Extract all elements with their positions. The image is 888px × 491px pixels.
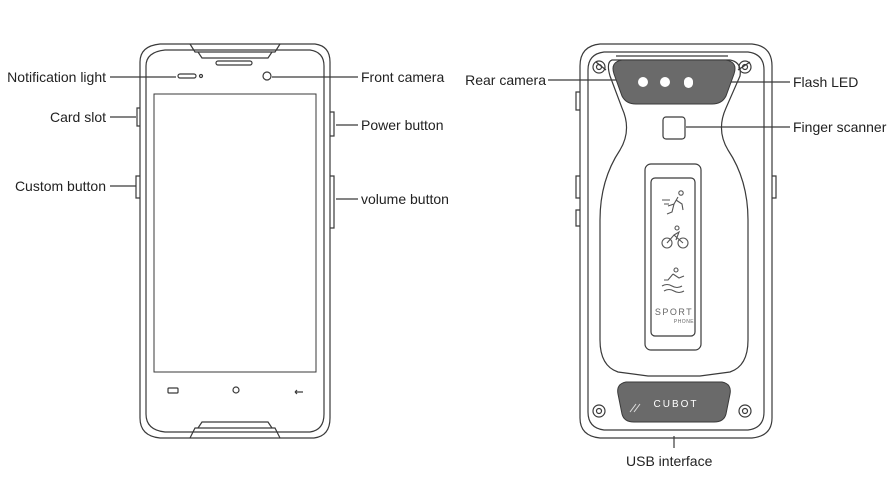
screw bbox=[592, 60, 606, 74]
label-power-button: Power button bbox=[361, 117, 444, 133]
label-finger-scanner: Finger scanner bbox=[793, 119, 887, 135]
rear-camera-lens-1 bbox=[638, 77, 648, 87]
logo-plate: CUBOT bbox=[617, 381, 731, 423]
label-usb-interface: USB interface bbox=[626, 453, 713, 469]
back-body bbox=[579, 43, 773, 439]
screen bbox=[153, 93, 317, 373]
back-phone bbox=[548, 43, 790, 448]
front-inner-rim bbox=[145, 49, 325, 433]
sport-wordmark: SPORT bbox=[655, 307, 693, 317]
screw bbox=[738, 404, 752, 418]
front-top-bumper bbox=[189, 43, 281, 53]
cubot-logo: CUBOT bbox=[654, 399, 699, 410]
sport-panel bbox=[644, 163, 702, 351]
finger-scanner bbox=[662, 116, 686, 140]
front-bottom-bumper bbox=[189, 427, 281, 439]
rear-camera-module bbox=[612, 59, 736, 105]
label-volume-button: volume button bbox=[361, 191, 449, 207]
cycling-icon bbox=[661, 225, 689, 249]
back-frame bbox=[599, 59, 749, 377]
label-front-camera: Front camera bbox=[361, 69, 445, 85]
menu-key-icon bbox=[167, 387, 179, 394]
triathlon-icon bbox=[661, 267, 685, 294]
home-key-icon bbox=[232, 386, 240, 394]
label-card-slot: Card slot bbox=[49, 109, 106, 125]
front-body bbox=[139, 43, 331, 439]
label-notification-light: Notification light bbox=[7, 69, 106, 85]
notification-light bbox=[177, 73, 197, 79]
earpiece-speaker bbox=[215, 60, 253, 66]
card-slot bbox=[136, 107, 140, 127]
flash-led bbox=[684, 77, 693, 88]
sport-icons bbox=[661, 190, 689, 294]
front-phone bbox=[110, 43, 358, 439]
phone-wordmark: PHONE bbox=[674, 319, 694, 325]
back-key-icon bbox=[294, 389, 303, 395]
custom-button bbox=[135, 175, 140, 199]
power-button bbox=[330, 111, 335, 137]
rear-camera-lens-2 bbox=[660, 77, 670, 87]
label-rear-camera: Rear camera bbox=[465, 72, 546, 88]
volume-button bbox=[330, 175, 335, 229]
front-camera bbox=[262, 71, 272, 81]
label-custom-button: Custom button bbox=[14, 178, 106, 194]
screw bbox=[592, 404, 606, 418]
running-icon bbox=[662, 190, 684, 215]
label-flash-led: Flash LED bbox=[793, 74, 859, 90]
